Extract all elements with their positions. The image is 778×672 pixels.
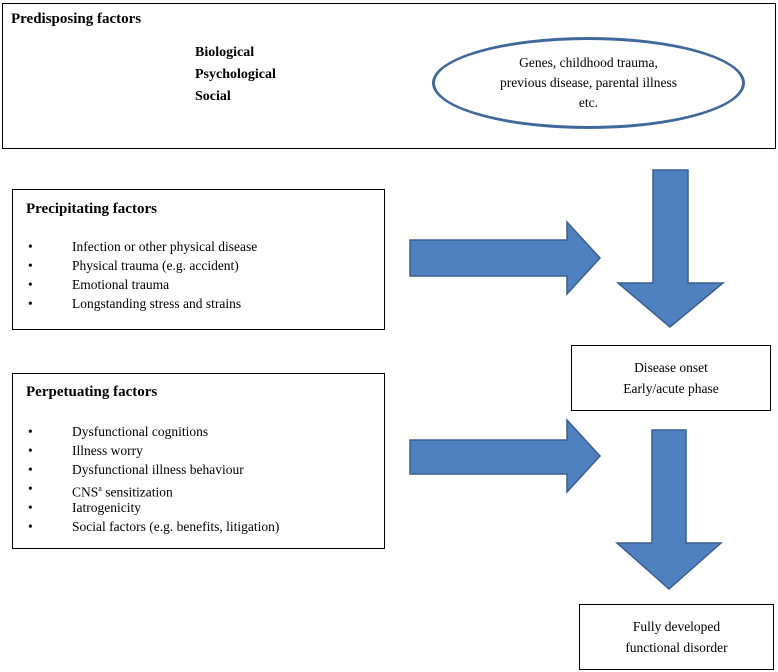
list-item: •Physical trauma (e.g. accident) (28, 258, 239, 273)
factor-social: Social (195, 89, 231, 104)
list-item: •Longstanding stress and strains (28, 296, 242, 311)
down-arrow-icon (615, 429, 723, 591)
footnote-marker: a (98, 484, 102, 493)
disease-onset-box: Disease onset Early/acute phase (571, 345, 771, 411)
list-item: •Iatrogenicity (28, 500, 141, 515)
examples-line-1: Genes, childhood trauma, (519, 55, 658, 70)
precipitating-factors-box (12, 189, 385, 330)
bullet-icon: • (28, 424, 33, 439)
perpetuating-factors-list: •Dysfunctional cognitions •Illness worry… (14, 422, 279, 536)
bullet-icon: • (28, 443, 33, 458)
factor-psychological: Psychological (195, 67, 276, 82)
list-item: •CNSa sensitization (28, 481, 173, 500)
bullet-icon: • (28, 258, 33, 273)
functional-disorder-box: Fully developed functional disorder (579, 604, 774, 670)
list-item: •Social factors (e.g. benefits, litigati… (28, 519, 280, 534)
outcome-line-2: functional disorder (625, 640, 728, 655)
onset-line-2: Early/acute phase (623, 381, 719, 396)
outcome-line-1: Fully developed (632, 619, 721, 634)
list-item: •Dysfunctional cognitions (28, 424, 209, 439)
bullet-icon: • (28, 239, 33, 254)
bullet-icon: • (28, 500, 33, 515)
precipitating-factors-list: •Infection or other physical disease •Ph… (14, 237, 257, 313)
predisposing-examples-ellipse: Genes, childhood trauma, previous diseas… (432, 37, 745, 129)
predisposing-factor-list: Biological Psychological Social (195, 42, 276, 108)
perpetuating-factors-title: Perpetuating factors (26, 384, 158, 400)
examples-line-2: previous disease, parental illness (500, 75, 677, 90)
examples-line-3: etc. (578, 95, 599, 110)
factor-biological: Biological (195, 45, 255, 60)
list-item: •Dysfunctional illness behaviour (28, 462, 244, 477)
down-arrow-icon (615, 169, 726, 328)
bullet-icon: • (28, 277, 33, 292)
list-item: •Illness worry (28, 443, 143, 458)
bullet-icon: • (28, 462, 33, 477)
bullet-icon: • (28, 481, 33, 496)
list-item: •Emotional trauma (28, 277, 170, 292)
perpetuating-factors-box (12, 373, 385, 549)
list-item: •Infection or other physical disease (28, 239, 258, 254)
precipitating-factors-title: Precipitating factors (26, 201, 157, 217)
right-arrow-icon (409, 418, 602, 494)
predisposing-factors-title: Predisposing factors (11, 11, 142, 27)
bullet-icon: • (28, 519, 33, 534)
right-arrow-icon (409, 220, 602, 296)
onset-line-1: Disease onset (634, 360, 708, 375)
bullet-icon: • (28, 296, 33, 311)
